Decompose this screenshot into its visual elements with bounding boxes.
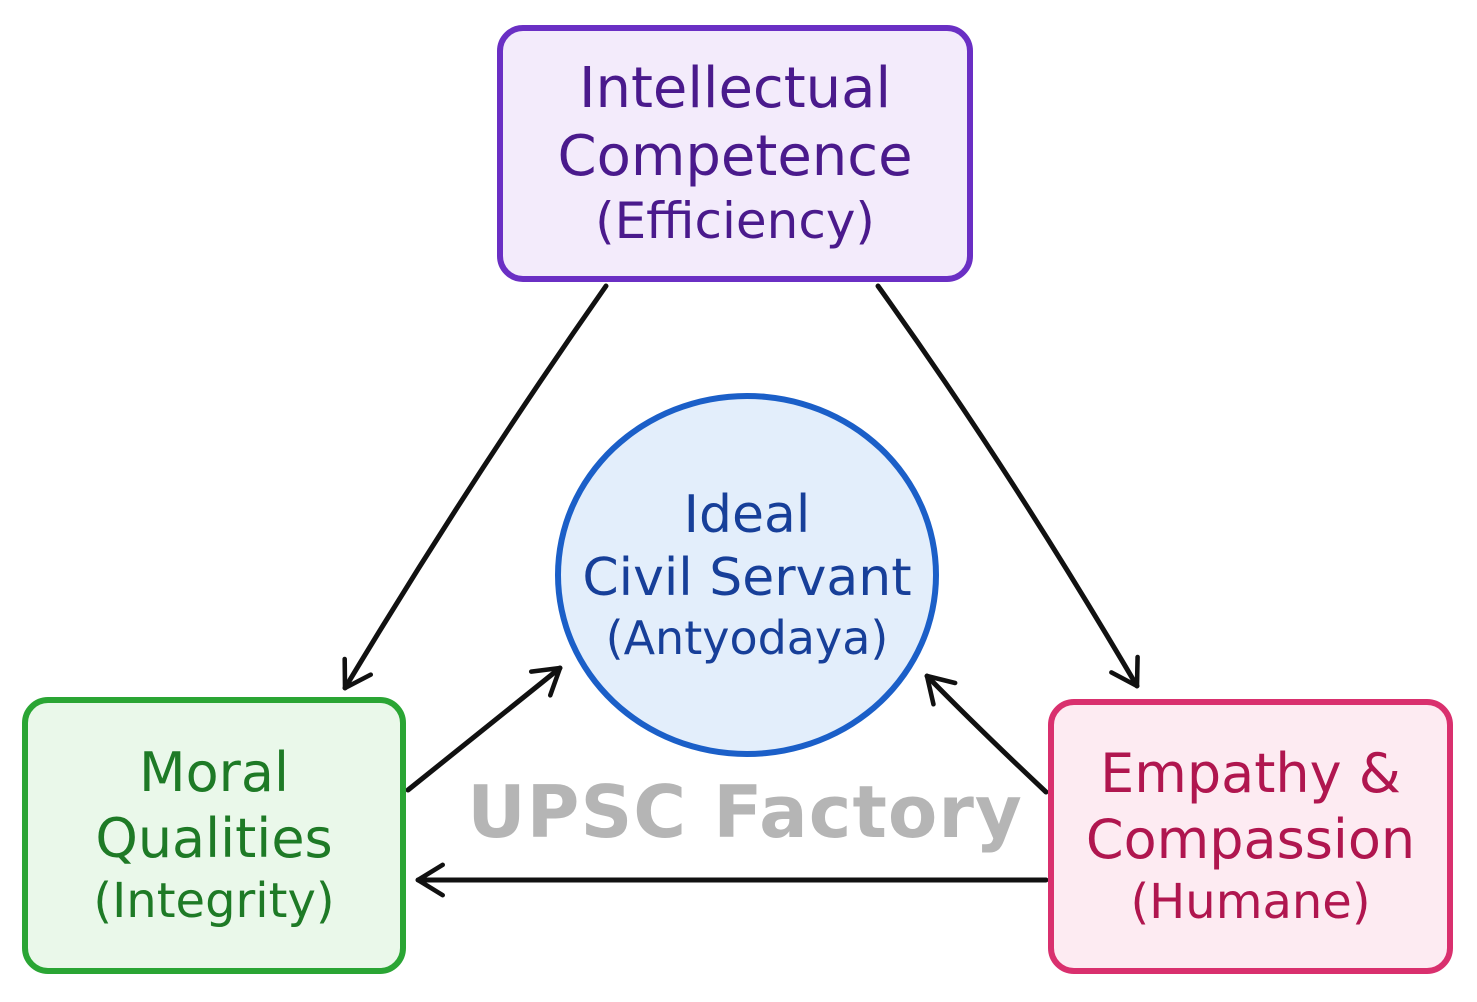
- empathy-compassion-box: Empathy & Compassion (Humane): [1048, 699, 1453, 974]
- center-node-line2: Civil Servant: [582, 547, 912, 608]
- left-node-line3: (Integrity): [93, 873, 335, 930]
- ideal-civil-servant-circle: Ideal Civil Servant (Antyodaya): [555, 393, 939, 757]
- arrow-right-to-center: [924, 673, 1049, 795]
- top-node-line2: Competence: [557, 124, 913, 189]
- top-node-line1: Intellectual: [578, 55, 892, 121]
- intellectual-competence-box: Intellectual Competence (Efficiency): [497, 25, 973, 282]
- center-node-line3: (Antyodaya): [605, 611, 889, 666]
- watermark-text: UPSC Factory: [467, 770, 1023, 854]
- left-node-line2: Qualities: [95, 807, 333, 871]
- top-node-line3: (Efficiency): [595, 192, 875, 251]
- arrow-left-to-center: [405, 665, 563, 793]
- moral-qualities-box: Moral Qualities (Integrity): [22, 697, 406, 974]
- right-node-line2: Compassion: [1085, 808, 1416, 872]
- arrow-top-to-right: [875, 283, 1140, 689]
- right-node-line3: (Humane): [1130, 874, 1371, 931]
- right-node-line1: Empathy &: [1100, 742, 1401, 806]
- center-node-line1: Ideal: [683, 484, 811, 545]
- arrow-top-to-left: [342, 283, 609, 691]
- left-node-line1: Moral: [139, 741, 289, 805]
